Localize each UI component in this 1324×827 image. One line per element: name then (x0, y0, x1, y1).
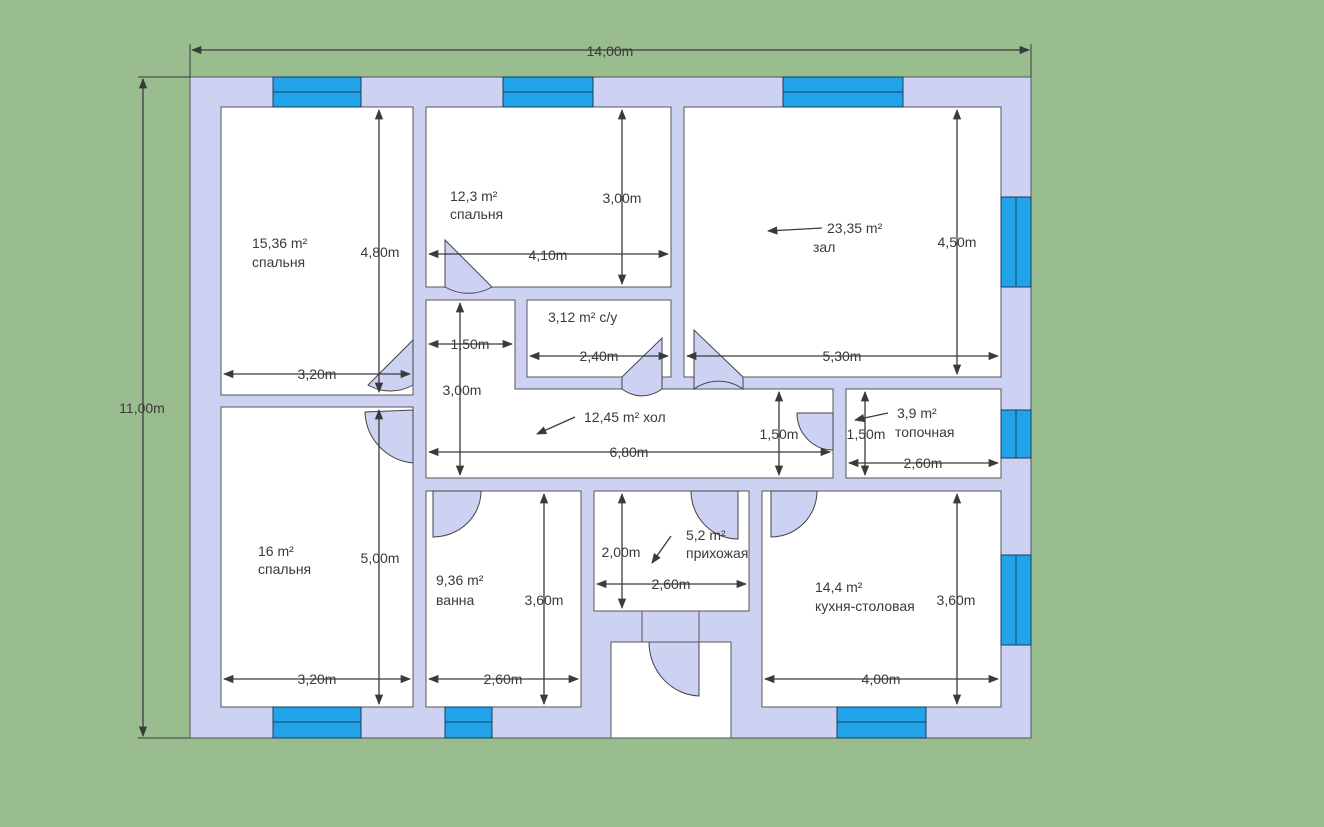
boiler-name: топочная (895, 424, 955, 440)
corridor-dim-v2: 1,50m (760, 426, 799, 442)
bedroom2-name: спальня (450, 206, 503, 222)
bedroom3-dim-v: 5,00m (361, 550, 400, 566)
bath-dim-v: 3,60m (525, 592, 564, 608)
bedroom1-area: 15,36 m² (252, 235, 308, 251)
living-area: 23,35 m² (827, 220, 883, 236)
bedroom3-dim-h: 3,20m (298, 671, 337, 687)
boiler-dim-v: 1,50m (847, 426, 886, 442)
door-entrance (648, 641, 700, 697)
wc-dim-h: 2,40m (580, 348, 619, 364)
bedroom3-name: спальня (258, 561, 311, 577)
entry-dim-h: 2,60m (652, 576, 691, 592)
entry-name: прихожая (686, 545, 748, 561)
bedroom2-area: 12,3 m² (450, 188, 498, 204)
bath-area: 9,36 m² (436, 572, 484, 588)
room-living (683, 106, 1002, 378)
corridor-dim-w: 1,50m (451, 336, 490, 352)
entry-dim-v: 2,00m (602, 544, 641, 560)
living-name: зал (813, 239, 835, 255)
boiler-area: 3,9 m² (897, 405, 937, 421)
bedroom1-dim-h: 3,20m (298, 366, 337, 382)
bath-name: ванна (436, 592, 475, 608)
label-overall-height: 11,00m (119, 400, 165, 416)
bedroom1-name: спальня (252, 254, 305, 270)
bedroom2-dim-h: 4,10m (529, 247, 568, 263)
label-overall-width: 14,00m (587, 43, 634, 59)
kitchen-dim-h: 4,00m (862, 671, 901, 687)
corridor-dim-h: 6,80m (610, 444, 649, 460)
entry-area: 5,2 m² (686, 527, 726, 543)
bedroom2-dim-v: 3,00m (603, 190, 642, 206)
door-entry (690, 490, 739, 540)
room-kitchen (761, 490, 1002, 708)
living-dim-v: 4,50m (938, 234, 977, 250)
kitchen-name: кухня-столовая (815, 598, 915, 614)
corridor-dim-v: 3,00m (443, 382, 482, 398)
corridor-area-name: 12,45 m² хол (584, 409, 666, 425)
boiler-dim-h: 2,60m (904, 455, 943, 471)
door-kitchen (770, 490, 818, 538)
kitchen-dim-v: 3,60m (937, 592, 976, 608)
bath-dim-h: 2,60m (484, 671, 523, 687)
door-bath (432, 490, 482, 538)
bedroom1-dim-v: 4,80m (361, 244, 400, 260)
windows (272, 76, 1032, 739)
living-dim-h: 5,30m (823, 348, 862, 364)
kitchen-area: 14,4 m² (815, 579, 863, 595)
bedroom3-area: 16 m² (258, 543, 294, 559)
wc-area-name: 3,12 m² с/у (548, 309, 617, 325)
